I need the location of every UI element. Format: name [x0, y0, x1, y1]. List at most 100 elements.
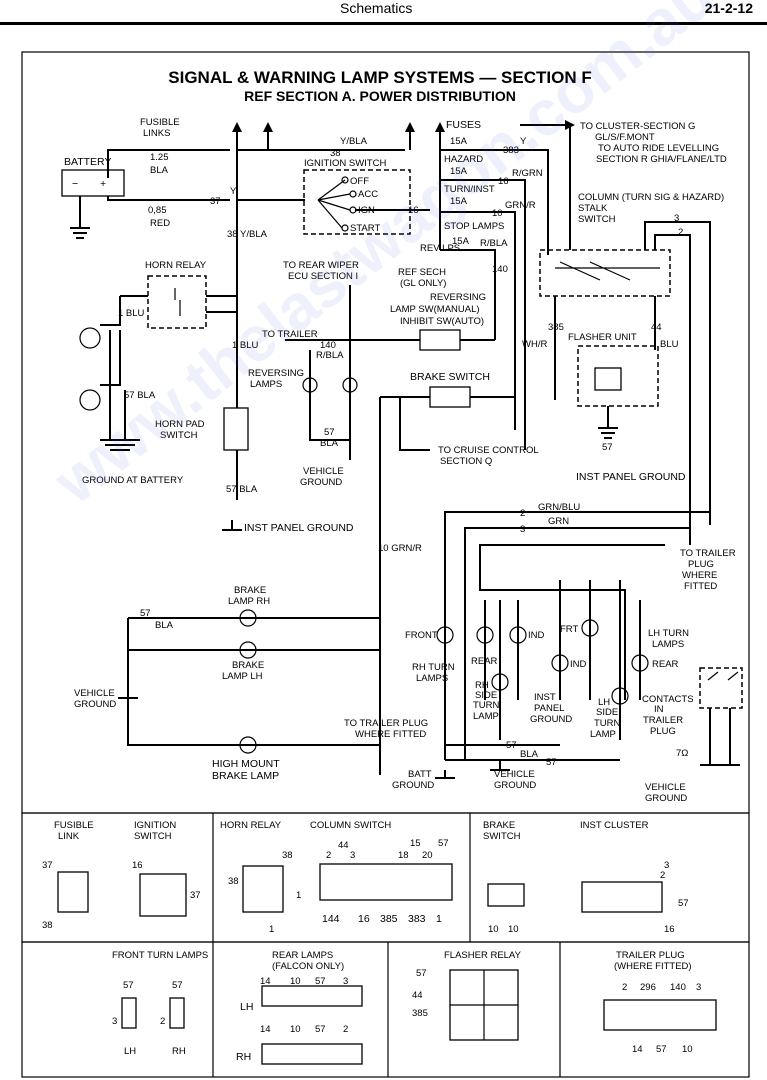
horn-pad-switch	[223, 407, 249, 451]
diagram-label: INHIBIT SW(AUTO)	[400, 316, 484, 327]
diagram-label: OFF	[350, 176, 369, 187]
flasher-unit	[577, 345, 659, 407]
diagram-label: 57 BLA	[226, 484, 258, 495]
diagram-label: 140	[670, 982, 686, 993]
flasher-unit-label: FLASHER UNIT	[568, 332, 637, 343]
diagram-label: FRONT TURN LAMPS	[112, 950, 208, 961]
diagram-label: INST PANEL GROUND	[244, 522, 354, 534]
diagram-label: 15A	[450, 166, 468, 177]
diagram-label: RH	[172, 1046, 186, 1057]
diagram-label: 38	[330, 148, 341, 159]
diagram-label: RED	[150, 218, 170, 229]
diagram-label: 2	[678, 227, 683, 238]
diagram-label: SWITCH	[578, 214, 616, 225]
diagram-label: REAR	[652, 659, 679, 670]
rear-lamps-rh-connector	[261, 1043, 363, 1065]
diagram-label: (WHERE FITTED)	[614, 961, 692, 972]
diagram-title: SIGNAL & WARNING LAMP SYSTEMS — SECTION …	[168, 68, 591, 87]
diagram-label: 57	[172, 980, 183, 991]
diagram-label: 57 BLA	[124, 390, 156, 401]
diagram-label: TRAILER	[643, 715, 683, 726]
diagram-label: 57	[140, 608, 151, 619]
diagram-label: 7Ω	[676, 748, 688, 759]
diagram-label: TO CLUSTER-SECTION G	[580, 121, 695, 132]
diagram-label: IND	[570, 659, 587, 670]
connector-row-2	[21, 941, 750, 1078]
section-title: Schematics	[340, 0, 413, 16]
diagram-label: BRAKE	[234, 585, 266, 596]
diagram-label: LAMPS	[416, 673, 448, 684]
diagram-label: 3	[350, 850, 355, 861]
diagram-label: (FALCON ONLY)	[272, 961, 344, 972]
diagram-label: COLUMN (TURN SIG & HAZARD)	[578, 192, 724, 203]
diagram-label: 57	[602, 442, 613, 453]
diagram-label: 3	[664, 860, 669, 871]
diagram-label: (GL ONLY)	[400, 278, 446, 289]
diagram-label: TO TRAILER	[680, 548, 736, 559]
diagram-label: SECTION R GHIA/FLANE/LTD	[596, 154, 727, 165]
battery-label: BATTERY	[64, 156, 111, 168]
diagram-label: 2	[160, 1016, 165, 1027]
diagram-label: LH	[240, 1001, 253, 1013]
diagram-label: BLU	[660, 339, 679, 350]
diagram-label: LINK	[58, 831, 80, 842]
diagram-label: 57	[546, 757, 557, 768]
diagram-label: 38 Y/BLA	[227, 229, 268, 240]
diagram-label: REVERSING	[430, 292, 486, 303]
svg-text:−: −	[72, 178, 78, 190]
diagram-label: 16	[358, 913, 370, 925]
diagram-label: 0,85	[148, 205, 167, 216]
diagram-label: BRAKE LAMP	[212, 770, 279, 782]
diagram-label: 10	[290, 1024, 301, 1035]
diagram-label: 3	[112, 1016, 117, 1027]
diagram-label: 2	[520, 508, 525, 519]
diagram-label: STOP LAMPS	[444, 221, 504, 232]
diagram-label: SWITCH	[134, 831, 172, 842]
diagram-label: 2	[343, 1024, 348, 1035]
diagram-label: GROUND	[392, 780, 434, 791]
diagram-label: REVERSING	[248, 368, 304, 379]
inst-cluster-connector	[581, 881, 663, 913]
diagram-label: TURN	[473, 700, 500, 711]
fusible-links-label: FUSIBLE	[140, 117, 180, 128]
diagram-label: 10	[488, 924, 499, 935]
diagram-label: SIDE	[475, 690, 497, 701]
diagram-label: 15A	[450, 136, 468, 147]
diagram-label: 16	[132, 860, 143, 871]
diagram-label: GROUND	[300, 477, 342, 488]
diagram-label: 10	[508, 924, 519, 935]
diagram-label: START	[350, 223, 380, 234]
diagram-label: 1 BLU	[232, 340, 259, 351]
diagram-label: REF SECH	[398, 267, 446, 278]
diagram-label: GRN	[548, 516, 569, 527]
diagram-label: BLA	[150, 165, 169, 176]
brake-lamp-lh	[239, 641, 257, 659]
diagram-label: LAMP	[590, 729, 616, 740]
diagram-label: LAMPS	[652, 639, 684, 650]
trailer-plug-contacts	[699, 667, 743, 709]
diagram-label: PLUG	[688, 559, 714, 570]
diagram-label: GRN/BLU	[538, 502, 580, 513]
horn-relay	[147, 275, 207, 329]
diagram-label: 38	[282, 850, 293, 861]
diagram-label: ECU SECTION I	[288, 271, 358, 282]
diagram-label: PLUG	[650, 726, 676, 737]
diagram-label: BRAKE	[483, 820, 515, 831]
diagram-label: VEHICLE	[74, 688, 115, 699]
diagram-label: R/BLA	[480, 238, 508, 249]
diagram-label: INST	[534, 692, 556, 703]
diagram-label: 57	[123, 980, 134, 991]
diagram-label: 14	[260, 976, 271, 987]
diagram-label: 2	[660, 870, 665, 881]
front-turn-lamp-lh-connector	[121, 997, 137, 1029]
diagram-label: LAMP	[473, 711, 499, 722]
diagram-label: BLA	[320, 438, 339, 449]
svg-text:+: +	[100, 178, 106, 190]
horn-relay-connector	[242, 865, 284, 913]
diagram-label: LINKS	[143, 128, 170, 139]
diagram-label: GL/S/F.MONT	[595, 132, 655, 143]
diagram-label: 10	[290, 976, 301, 987]
diagram-label: LAMPS	[250, 379, 282, 390]
diagram-label: LAMP SW(MANUAL)	[390, 304, 480, 315]
